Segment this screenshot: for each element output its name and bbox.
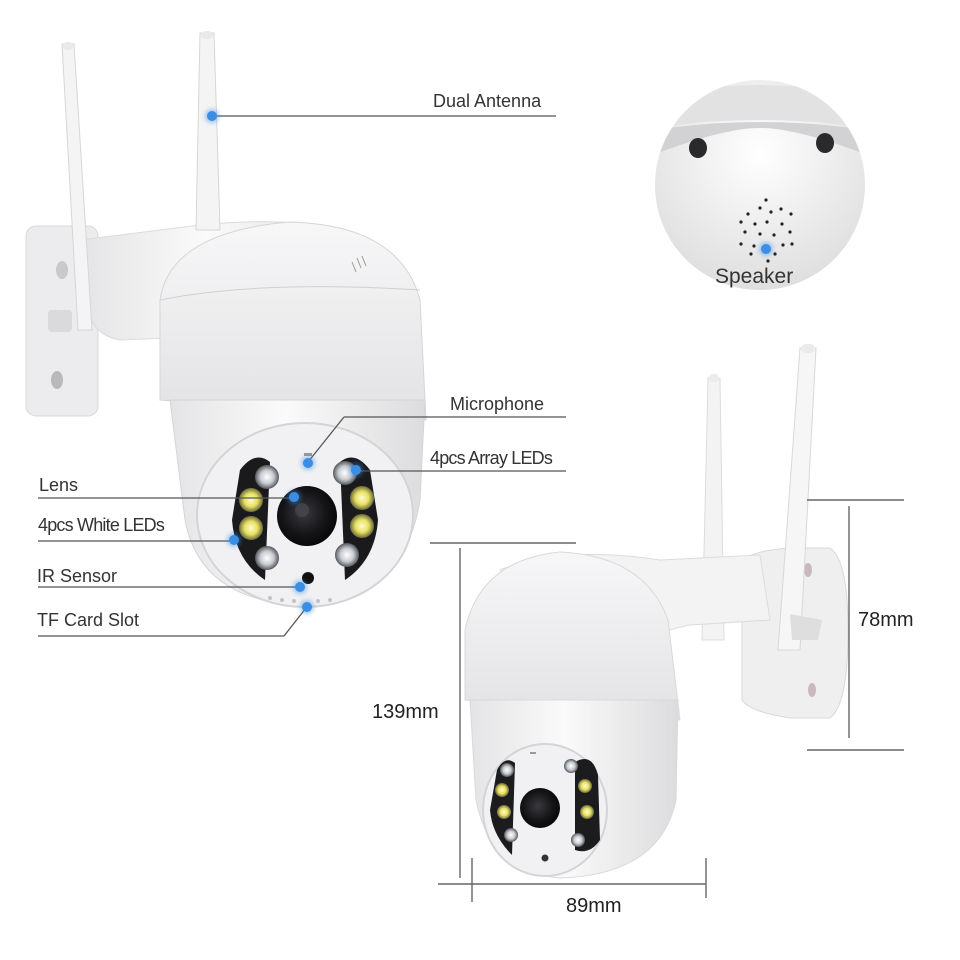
label-speaker: Speaker bbox=[715, 265, 794, 288]
callout-dot-white-leds bbox=[229, 535, 239, 545]
callout-dot-microphone bbox=[303, 458, 313, 468]
callout-dot-lens bbox=[289, 492, 299, 502]
label-microphone: Microphone bbox=[450, 394, 545, 414]
dimension-lines bbox=[430, 499, 904, 902]
callout-dot-tf-card-slot bbox=[302, 602, 312, 612]
label-white-leds: 4pcs White LEDs bbox=[38, 515, 165, 535]
callout-dot-speaker bbox=[761, 244, 771, 254]
dimension-mount-height: 78mm bbox=[858, 609, 914, 631]
label-array-leds: 4pcs Array LEDs bbox=[430, 448, 553, 468]
speaker-detail bbox=[655, 80, 865, 290]
dimension-width: 89mm bbox=[566, 895, 622, 917]
leader-lines bbox=[38, 115, 566, 637]
callout-dot-dual-antenna bbox=[207, 111, 217, 121]
callout-dot-array-leds bbox=[351, 465, 361, 475]
label-lens: Lens bbox=[39, 475, 79, 495]
callout-dot-ir-sensor bbox=[295, 582, 305, 592]
camera-side-view bbox=[464, 344, 849, 879]
label-dual-antenna: Dual Antenna bbox=[433, 91, 542, 111]
label-tf-card-slot: TF Card Slot bbox=[37, 610, 140, 630]
dimension-height: 139mm bbox=[372, 701, 439, 723]
label-ir-sensor: IR Sensor bbox=[37, 566, 118, 586]
